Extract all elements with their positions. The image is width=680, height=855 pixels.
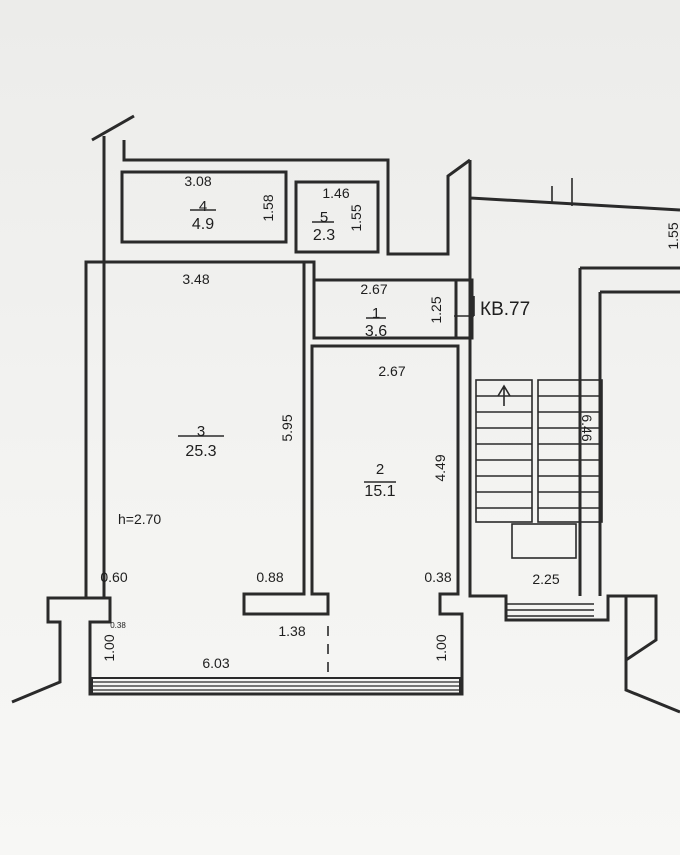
dimension-label: 2.25 bbox=[532, 571, 559, 587]
room-labels: 4 4.9 5 2.3 1 3.6 3 25.3 2 15.1 bbox=[185, 198, 395, 500]
dimension-label: 2.67 bbox=[360, 281, 387, 297]
dimension-label: 1.00 bbox=[433, 634, 449, 661]
dimension-label: 0.60 bbox=[100, 569, 127, 585]
room-area: 2.3 bbox=[313, 227, 335, 244]
dimension-label: 4.49 bbox=[432, 454, 448, 481]
dimension-label: 0.38 bbox=[424, 569, 451, 585]
dimension-label: 2.67 bbox=[378, 363, 405, 379]
dimension-label: 1.46 bbox=[322, 185, 349, 201]
dimension-label: 1.38 bbox=[278, 623, 305, 639]
ceiling-height: h=2.70 bbox=[118, 511, 161, 527]
room-number: 2 bbox=[376, 461, 384, 478]
room-number: 4 bbox=[199, 198, 207, 215]
dimension-label: 1.00 bbox=[101, 634, 117, 661]
dimension-label: 0.88 bbox=[256, 569, 283, 585]
dimension-label: 0.38 bbox=[110, 621, 126, 630]
room-number: 3 bbox=[197, 423, 205, 440]
plan-walls bbox=[11, 114, 680, 714]
staircase bbox=[475, 379, 603, 617]
dimension-label: 1.58 bbox=[260, 194, 276, 221]
room-area: 25.3 bbox=[185, 443, 216, 460]
dimension-label: 1.55 bbox=[348, 204, 364, 231]
dimension-label: 1.25 bbox=[428, 296, 444, 323]
dimension-label: 6.46 bbox=[579, 414, 595, 441]
room-number: 5 bbox=[320, 209, 328, 226]
room-area: 3.6 bbox=[365, 323, 387, 340]
dimension-labels: 3.08 1.58 1.46 1.55 3.48 5.95 2.67 1.25 … bbox=[100, 173, 680, 671]
room-area: 15.1 bbox=[364, 483, 395, 500]
dimension-label: 1.55 bbox=[665, 222, 680, 249]
dimension-label: 5.95 bbox=[279, 414, 295, 441]
dimension-label: 3.08 bbox=[184, 173, 211, 189]
room-area: 4.9 bbox=[192, 216, 214, 233]
dimension-label: 3.48 bbox=[182, 271, 209, 287]
room-number: 1 bbox=[372, 305, 380, 322]
apartment-label: КВ.77 bbox=[480, 299, 530, 320]
dimension-label: 6.03 bbox=[202, 655, 229, 671]
